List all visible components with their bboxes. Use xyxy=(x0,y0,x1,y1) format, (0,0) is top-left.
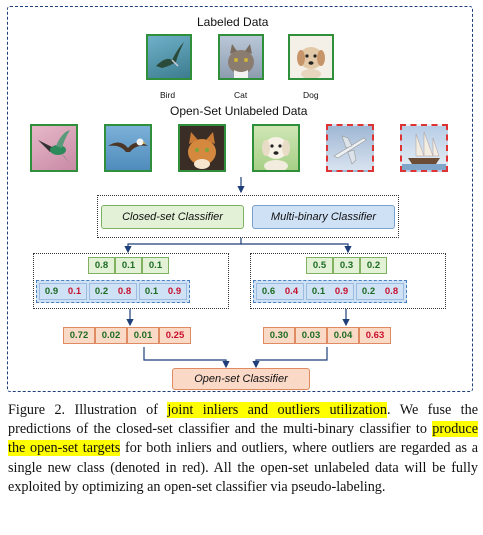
left-binary-predictions: 0.9 0.1 0.2 0.8 0.1 0.9 xyxy=(36,280,190,303)
right-open-set-targets: 0.30 0.03 0.04 0.63 xyxy=(263,327,391,344)
ship-image xyxy=(400,124,448,172)
figure-caption: Figure 2. Illustration of joint inliers … xyxy=(8,401,478,497)
airplane-image xyxy=(326,124,374,172)
figure-frame xyxy=(7,6,473,392)
right-binary-inlier-2: 0.1 xyxy=(311,286,326,297)
closed-set-classifier: Closed-set Classifier xyxy=(101,205,244,229)
left-closed-pred-1: 0.8 xyxy=(88,257,115,274)
left-binary-outlier-2: 0.8 xyxy=(117,286,132,297)
left-binary-pair-1: 0.9 0.1 xyxy=(39,283,87,300)
multi-binary-classifier: Multi-binary Classifier xyxy=(252,205,395,229)
right-binary-pair-2: 0.1 0.9 xyxy=(306,283,354,300)
right-prediction-block xyxy=(250,253,446,309)
cat-image xyxy=(218,34,264,80)
right-binary-outlier-3: 0.8 xyxy=(384,286,399,297)
right-target-1: 0.30 xyxy=(263,327,295,344)
labeled-data-title: Labeled Data xyxy=(197,15,269,29)
left-binary-outlier-3: 0.9 xyxy=(167,286,182,297)
right-closed-predictions: 0.5 0.3 0.2 xyxy=(306,257,387,274)
left-binary-inlier-2: 0.2 xyxy=(94,286,109,297)
right-closed-pred-1: 0.5 xyxy=(306,257,333,274)
dog-label: Dog xyxy=(303,90,319,100)
unlabeled-data-title: Open-Set Unlabeled Data xyxy=(170,104,308,118)
caption-part-3: for both inliers and outliers, where out… xyxy=(8,440,478,495)
right-binary-inlier-3: 0.2 xyxy=(361,286,376,297)
left-closed-pred-2: 0.1 xyxy=(115,257,142,274)
left-closed-predictions: 0.8 0.1 0.1 xyxy=(88,257,169,274)
right-binary-inlier-1: 0.6 xyxy=(261,286,276,297)
left-prediction-block xyxy=(33,253,229,309)
open-set-classifier: Open-set Classifier xyxy=(172,368,310,390)
dog-image-unlabeled xyxy=(252,124,300,172)
bird-image xyxy=(146,34,192,80)
right-binary-outlier-2: 0.9 xyxy=(334,286,349,297)
right-target-3: 0.04 xyxy=(327,327,359,344)
bird-label: Bird xyxy=(160,90,176,100)
cat-image-unlabeled xyxy=(178,124,226,172)
right-closed-pred-2: 0.3 xyxy=(333,257,360,274)
classifier-group xyxy=(97,195,399,238)
right-binary-pair-1: 0.6 0.4 xyxy=(256,283,304,300)
right-closed-pred-3: 0.2 xyxy=(360,257,387,274)
right-target-2: 0.03 xyxy=(295,327,327,344)
left-binary-outlier-1: 0.1 xyxy=(67,286,82,297)
right-target-outlier: 0.63 xyxy=(359,327,391,344)
right-binary-predictions: 0.6 0.4 0.1 0.9 0.2 0.8 xyxy=(253,280,407,303)
dog-image xyxy=(288,34,334,80)
caption-part-1: Figure 2. Illustration of xyxy=(8,402,168,418)
connector-arrows xyxy=(124,177,352,369)
hummingbird-image xyxy=(30,124,78,172)
left-open-set-targets: 0.72 0.02 0.01 0.25 xyxy=(63,327,191,344)
caption-highlight-1: joint inliers and outliers utilization xyxy=(167,402,387,418)
left-target-3: 0.01 xyxy=(127,327,159,344)
left-binary-pair-3: 0.1 0.9 xyxy=(139,283,187,300)
left-binary-inlier-1: 0.9 xyxy=(44,286,59,297)
left-target-2: 0.02 xyxy=(95,327,127,344)
right-binary-pair-3: 0.2 0.8 xyxy=(356,283,404,300)
caption-part-2: . We fuse the predictions of the closed-… xyxy=(8,402,479,438)
left-binary-pair-2: 0.2 0.8 xyxy=(89,283,137,300)
cat-label: Cat xyxy=(234,90,248,100)
eagle-image xyxy=(104,124,152,172)
right-binary-outlier-1: 0.4 xyxy=(284,286,299,297)
left-closed-pred-3: 0.1 xyxy=(142,257,169,274)
left-target-outlier: 0.25 xyxy=(159,327,191,344)
left-target-1: 0.72 xyxy=(63,327,95,344)
left-binary-inlier-3: 0.1 xyxy=(144,286,159,297)
